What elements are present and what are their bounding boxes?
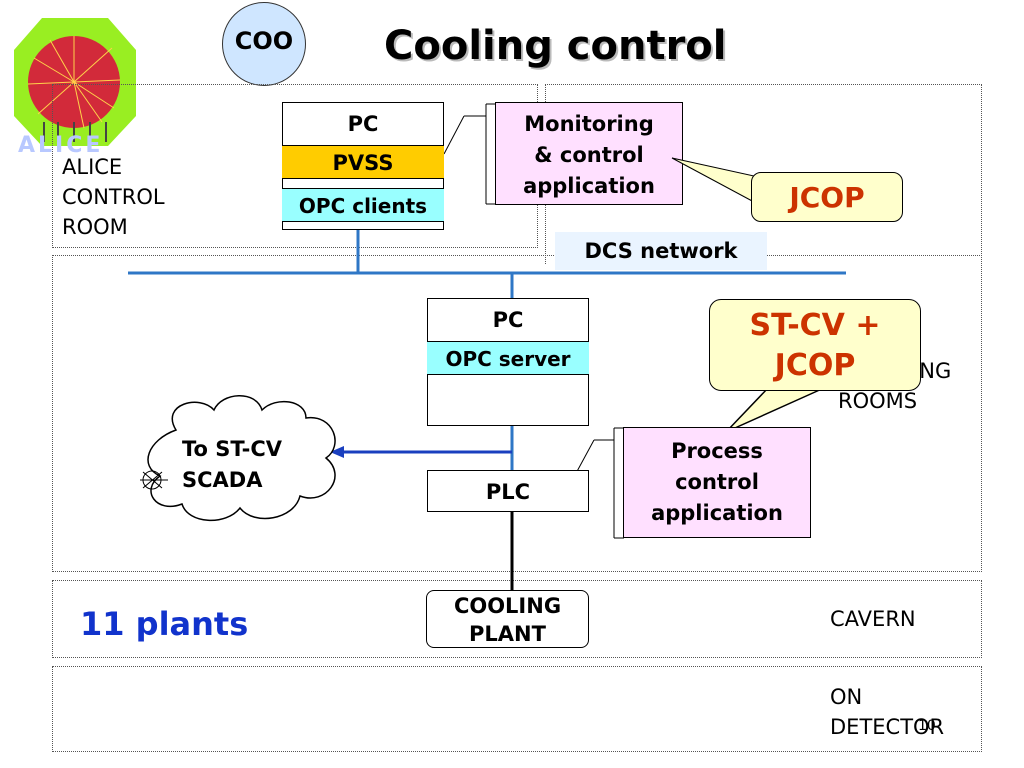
pc-server-title: PC <box>492 308 524 332</box>
coo-badge-label: COO <box>234 27 294 55</box>
pc-client-title: PC <box>347 112 379 136</box>
zone-on-detector <box>52 666 982 752</box>
opc-clients-bar: OPC clients <box>282 188 444 222</box>
zone-cavern-label: CAVERN <box>830 607 916 631</box>
plants-count: 11 plants <box>80 605 249 643</box>
pvss-bar: PVSS <box>282 145 444 179</box>
alice-logo-icon <box>14 18 136 146</box>
page-number: 10 <box>918 718 936 734</box>
cooling-plant-box: COOLING PLANT <box>426 590 589 648</box>
plc-box: PLC <box>427 470 589 512</box>
zone-counting-rooms <box>52 255 982 572</box>
process-app-box: Process control application <box>623 427 811 538</box>
alice-logo: ALICE <box>14 18 136 158</box>
stcv-callout-seam <box>770 386 823 390</box>
jcop-callout: JCOP <box>751 172 903 222</box>
zone-control-room-label: ALICE CONTROL ROOM <box>62 155 165 239</box>
opc-server-bar: OPC server <box>427 341 589 375</box>
slide-title: Cooling control <box>384 23 727 69</box>
monitoring-app-box: Monitoring & control application <box>495 102 683 205</box>
alice-logo-text: ALICE <box>18 133 104 158</box>
coo-badge <box>222 2 306 86</box>
zone-on-detector-label: ON DETECTOR <box>830 685 945 739</box>
zone-cavern <box>52 580 982 658</box>
scada-cloud-label: To ST-CV SCADA <box>182 437 283 492</box>
plc-cloud-arrowhead <box>330 446 344 458</box>
stcv-jcop-callout: ST-CV + JCOP <box>709 299 921 391</box>
antenna-icon <box>140 468 170 492</box>
dcs-network-label: DCS network <box>555 232 767 270</box>
